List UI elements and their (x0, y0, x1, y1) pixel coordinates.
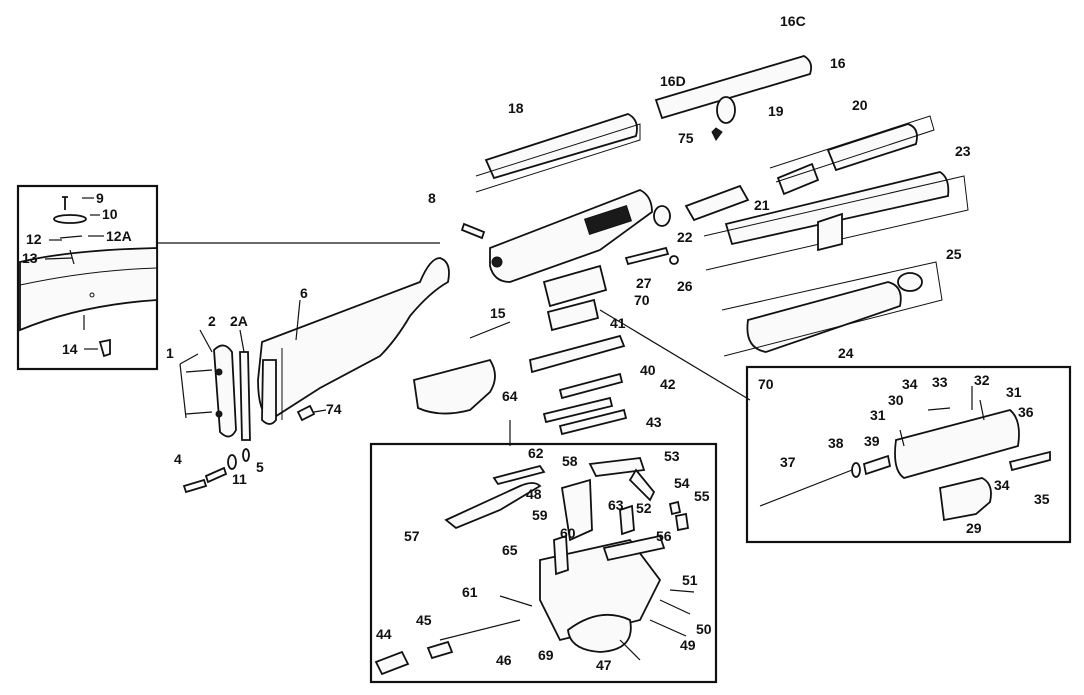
part-label: 39 (864, 433, 880, 449)
part-label: 47 (596, 657, 612, 673)
tang-detail-inset (16, 184, 440, 371)
part-label: 65 (502, 542, 518, 558)
part-label: 20 (852, 97, 868, 113)
part-label: 2A (230, 313, 248, 329)
part-label: 55 (694, 488, 710, 504)
part-label: 24 (838, 345, 854, 361)
part-label: 49 (680, 637, 696, 653)
part-label: 32 (974, 372, 990, 388)
part-label: 8 (428, 190, 436, 206)
part-label: 14 (62, 341, 78, 357)
bolt-assembly-inset (745, 365, 1072, 544)
part-label: 5 (256, 459, 264, 475)
part-label: 41 (610, 315, 626, 331)
part-label: 63 (608, 497, 624, 513)
part-label: 29 (966, 520, 982, 536)
part-label: 64 (502, 388, 518, 404)
part-label: 25 (946, 246, 962, 262)
part-label: 53 (664, 448, 680, 464)
part-label: 22 (677, 229, 693, 245)
part-label: 9 (96, 190, 104, 206)
part-label: 70 (758, 376, 774, 392)
part-label: 52 (636, 500, 652, 516)
part-label: 21 (754, 197, 770, 213)
part-label: 30 (888, 392, 904, 408)
part-label: 27 (636, 275, 652, 291)
part-label: 11 (232, 471, 247, 487)
trigger-mechanism-inset (369, 442, 718, 684)
part-label: 70 (634, 292, 650, 308)
part-label: 2 (208, 313, 216, 329)
part-label: 51 (682, 572, 698, 588)
part-label: 61 (462, 584, 478, 600)
part-label: 4 (174, 451, 182, 467)
part-label: 34 (902, 376, 918, 392)
part-label: 31 (870, 407, 886, 423)
part-label: 12A (106, 228, 132, 244)
part-label: 16 (830, 55, 846, 71)
part-label: 43 (646, 414, 662, 430)
part-label: 19 (768, 103, 784, 119)
part-label: 44 (376, 626, 392, 642)
buttstock-group (179, 257, 450, 494)
part-label: 38 (828, 435, 844, 451)
part-labels: 16C 16 16D 18 19 20 75 23 8 21 22 25 27 … (22, 13, 1050, 673)
part-label: 57 (404, 528, 420, 544)
part-label: 12 (26, 231, 42, 247)
part-label: 62 (528, 445, 544, 461)
part-label: 16D (660, 73, 686, 89)
part-label: 35 (1034, 491, 1050, 507)
part-label: 16C (780, 13, 806, 29)
part-label: 56 (656, 528, 672, 544)
part-label: 50 (696, 621, 712, 637)
part-label: 26 (677, 278, 693, 294)
part-label: 10 (102, 206, 118, 222)
part-label: 60 (560, 525, 576, 541)
part-label: 18 (508, 100, 524, 116)
part-label: 74 (326, 401, 342, 417)
part-label: 59 (532, 507, 548, 523)
part-label: 69 (538, 647, 554, 663)
part-label: 37 (780, 454, 796, 470)
part-label: 31 (1006, 384, 1022, 400)
part-label: 33 (932, 374, 948, 390)
part-label: 15 (490, 305, 506, 321)
part-label: 1 (166, 345, 174, 361)
part-label: 36 (1018, 404, 1034, 420)
part-label: 6 (300, 285, 308, 301)
part-label: 42 (660, 376, 676, 392)
part-label: 54 (674, 475, 690, 491)
receiver-barrel-group (412, 55, 969, 446)
part-label: 13 (22, 250, 38, 266)
part-label: 40 (640, 362, 656, 378)
part-label: 75 (678, 130, 694, 146)
part-label: 58 (562, 453, 578, 469)
part-label: 23 (955, 143, 971, 159)
part-label: 48 (526, 486, 542, 502)
part-label: 45 (416, 612, 432, 628)
part-label: 46 (496, 652, 512, 668)
part-label: 34 (994, 477, 1010, 493)
